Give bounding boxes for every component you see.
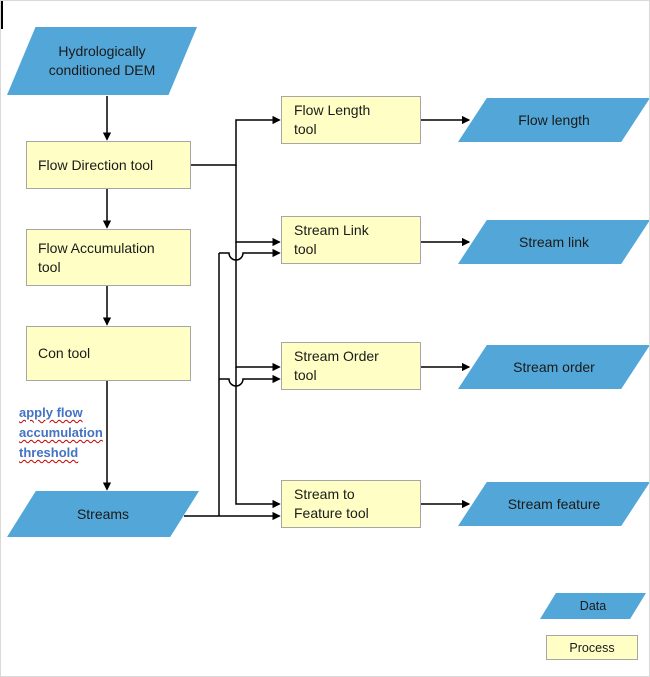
node-dem-label: Hydrologically conditioned DEM [48, 43, 156, 78]
legend-data-shape: Data [540, 593, 646, 619]
node-con-tool: Con tool [26, 326, 191, 381]
node-stream-order-label: Stream order [513, 358, 595, 375]
node-con-tool-label: Con tool [38, 345, 91, 361]
node-stream-feature: Stream feature [458, 482, 649, 526]
node-stream-order: Stream order [458, 345, 649, 389]
node-stream-link-tool: Stream Link tool [281, 216, 421, 264]
legend-process-shape: Process [546, 635, 638, 660]
node-stream-order-tool-label: Stream Order tool [294, 348, 379, 383]
node-stream-link-tool-label: Stream Link tool [294, 222, 369, 257]
node-flow-accumulation-tool-label: Flow Accumulation tool [38, 239, 155, 275]
node-flow-direction-tool-label: Flow Direction tool [38, 156, 154, 173]
node-stream-order-tool: Stream Order tool [281, 342, 421, 390]
node-dem: Hydrologically conditioned DEM [7, 27, 197, 95]
node-flow-direction-tool: Flow Direction tool [26, 141, 191, 189]
connector-streams-to-stream-link [219, 248, 281, 261]
node-streams-label: Streams [76, 505, 130, 522]
node-flow-length-tool-label: Flow Length tool [294, 102, 371, 137]
connector-flow-direction-to-stream-link [235, 165, 281, 247]
node-flow-length: Flow length [458, 98, 649, 142]
connector-flow-direction-to-stream-feature [235, 367, 281, 509]
window-edge-artifact [1, 1, 3, 29]
node-flow-length-tool: Flow Length tool [281, 96, 421, 144]
annotation-flow-accumulation-threshold: apply flow accumulation threshold [19, 405, 103, 460]
connector-flow-direction-to-stream-order [235, 242, 281, 372]
node-streams: Streams [7, 491, 199, 537]
node-stream-to-feature-tool: Stream to Feature tool [281, 480, 421, 528]
connector-streams-to-stream-order [219, 374, 281, 387]
node-stream-link: Stream link [458, 220, 649, 264]
node-flow-accumulation-tool: Flow Accumulation tool [26, 229, 191, 286]
legend-process-label: Process [569, 640, 615, 655]
node-stream-link-label: Stream link [518, 233, 590, 250]
connector-flow-direction-to-flow-length [191, 115, 281, 166]
node-flow-length-label: Flow length [518, 111, 590, 128]
node-stream-to-feature-tool-label: Stream to Feature tool [294, 486, 369, 521]
node-stream-feature-label: Stream feature [507, 495, 601, 512]
legend-data-label: Data [579, 599, 607, 613]
